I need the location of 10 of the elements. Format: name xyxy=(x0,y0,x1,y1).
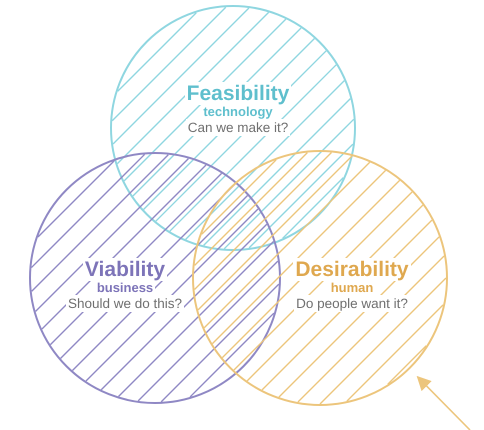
circle-title: Viability xyxy=(82,258,168,281)
circle-question: Do people want it? xyxy=(294,295,410,312)
circle-subtitle: human xyxy=(328,281,376,295)
arrow xyxy=(416,376,471,430)
circle-subtitle: technology xyxy=(201,105,275,119)
circle-title: Desirability xyxy=(293,258,411,281)
circle-title: Feasibility xyxy=(184,82,292,105)
circle-question: Should we do this? xyxy=(66,295,184,312)
circle-question: Can we make it? xyxy=(186,119,290,136)
circle-subtitle: business xyxy=(94,281,156,295)
